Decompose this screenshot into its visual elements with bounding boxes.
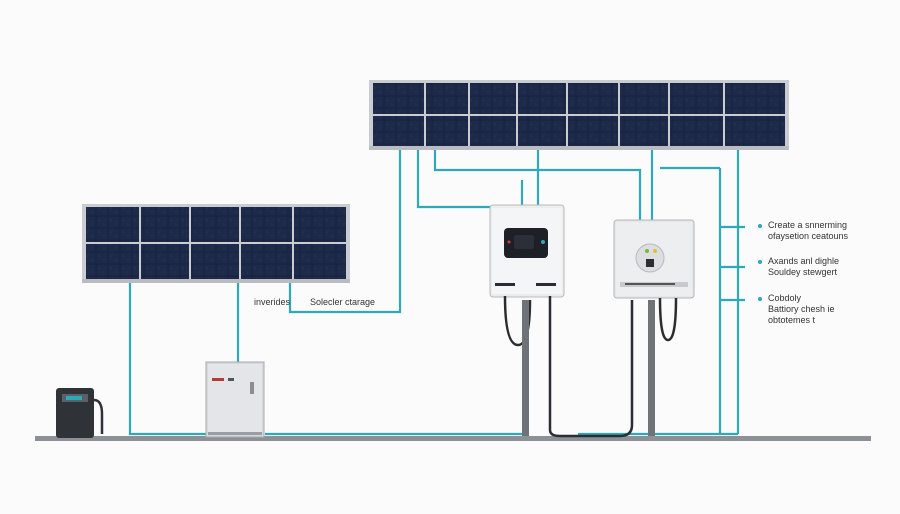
wiring [128, 150, 745, 436]
ev-charger-icon [56, 388, 104, 438]
annotation-2: Axands anl dighle Souldey stewgert [758, 256, 839, 278]
battery-icon [205, 361, 265, 438]
ground-line [35, 436, 871, 441]
bullet-icon [758, 296, 762, 301]
bullet-icon [758, 223, 762, 228]
inverter-icon [613, 219, 695, 299]
charge-controller-icon [489, 204, 565, 298]
pole-right [648, 300, 655, 436]
pole-left [522, 300, 529, 436]
storage-label: Solecler ctarage [310, 297, 376, 307]
bullet-icon [758, 259, 762, 264]
solar-panel-left [82, 204, 350, 283]
inverter-cables [658, 297, 678, 342]
annotation-3: Cobdoly Battiory chesh ie obtotemes t [758, 293, 835, 326]
annotation-1: Create a snnerming ofaysetion ceatouns [758, 220, 848, 242]
solar-panel-upper [369, 80, 789, 150]
inverter-label: inverides [254, 297, 291, 307]
